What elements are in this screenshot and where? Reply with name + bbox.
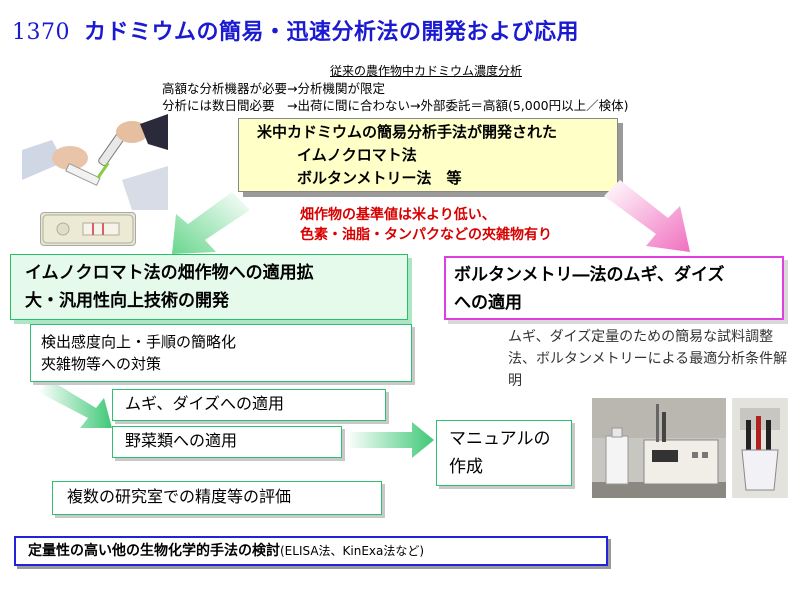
conventional-line-1: 高額な分析機器が必要→分析機関が限定 <box>162 81 385 96</box>
evaluation-box: 複数の研究室での精度等の評価 <box>52 481 382 515</box>
note-line-2: 色素・油脂・タンパクなどの夾雑物有り <box>300 227 552 243</box>
arrow-to-volt-icon <box>604 180 690 252</box>
developed-line-3: ボルタンメトリー法 等 <box>297 169 462 187</box>
arrow-to-wheat-icon <box>38 380 112 428</box>
other-methods-sub: (ELISA法、KinExa法など) <box>280 544 425 558</box>
manual-line-1: マニュアルの <box>449 429 551 449</box>
other-methods-box: 定量性の高い他の生物化学的手法の検討(ELISA法、KinExa法など) <box>14 536 608 566</box>
lab-instrument-image <box>592 398 726 498</box>
arrow-to-immuno-icon <box>172 192 250 254</box>
conventional-heading: 従来の農作物中カドミウム濃度分析 <box>330 64 523 78</box>
developed-line-1: 米中カドミウムの簡易分析手法が開発された <box>257 123 558 141</box>
test-kit-photo-image <box>22 110 168 210</box>
immuno-box: イムノクロマト法の畑作物への適用拡 大・汎用性向上技術の開発 <box>10 254 408 320</box>
manual-box: マニュアルの 作成 <box>436 420 572 486</box>
note-line-1: 畑作物の基準値は米より低い、 <box>300 207 496 223</box>
title-number: 1370 <box>12 20 70 45</box>
immuno-line-2: 大・汎用性向上技術の開発 <box>25 291 229 311</box>
developed-methods-box: 米中カドミウムの簡易分析手法が開発された イムノクロマト法 ボルタンメトリー法 … <box>238 118 618 192</box>
vegetables-box: 野菜類への適用 <box>112 426 342 458</box>
test-strip-image <box>40 212 136 246</box>
detect-box: 検出感度向上・手順の簡略化 夾雑物等への対策 <box>30 324 412 382</box>
other-methods-main: 定量性の高い他の生物化学的手法の検討 <box>28 543 280 559</box>
note-text: 畑作物の基準値は米より低い、 色素・油脂・タンパクなどの夾雑物有り <box>300 205 552 245</box>
detect-line-2: 夾雑物等への対策 <box>41 355 162 373</box>
arrow-to-manual-icon <box>346 422 434 458</box>
manual-line-2: 作成 <box>449 457 483 477</box>
detect-line-1: 検出感度向上・手順の簡略化 <box>41 333 237 351</box>
immuno-line-1: イムノクロマト法の畑作物への適用拡 <box>25 263 314 283</box>
electrode-cell-image <box>732 398 788 498</box>
page-title: 1370 カドミウムの簡易・迅速分析法の開発および応用 <box>12 14 579 46</box>
volt-line-1: ボルタンメトリ―法のムギ、ダイズ <box>454 265 725 285</box>
title-text: カドミウムの簡易・迅速分析法の開発および応用 <box>84 20 580 45</box>
volt-description: ムギ、ダイズ定量のための簡易な試料調整法、ボルタンメトリーによる最適分析条件解明 <box>508 329 788 389</box>
developed-line-2: イムノクロマト法 <box>297 146 417 164</box>
volt-line-2: への適用 <box>454 293 522 313</box>
wheat-soy-box: ムギ、ダイズへの適用 <box>112 389 386 421</box>
volt-box: ボルタンメトリ―法のムギ、ダイズ への適用 <box>444 256 784 320</box>
conventional-line-2: 分析には数日間必要 →出荷に間に合わない→外部委託＝高額(5,000円以上／検体… <box>162 98 629 113</box>
